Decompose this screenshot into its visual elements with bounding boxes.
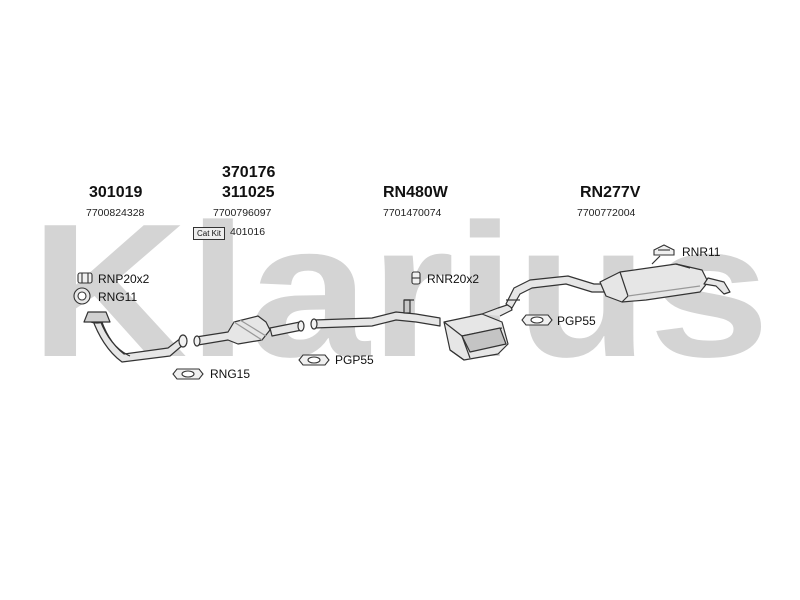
fitting-label-rnp20x2: RNP20x2 [98, 272, 150, 286]
part-number-catalyst-b: 311025 [222, 184, 275, 201]
middle-pipe [310, 299, 441, 330]
gasket-ring-icon [73, 287, 91, 305]
rubber-mount-icon [411, 271, 421, 285]
catalytic-converter [193, 315, 305, 347]
middle-silencer [443, 303, 513, 361]
fitting-label-pgp55-front: PGP55 [335, 353, 374, 367]
gasket-ring-icon [172, 368, 204, 380]
fitting-label-rng15: RNG15 [210, 367, 251, 381]
rubber-mount-icon [653, 244, 675, 256]
rear-silencer [599, 255, 731, 303]
part-number-middle-silencer: RN480W [383, 184, 448, 201]
pipe-clamp-icon [77, 272, 93, 284]
fitting-label-rnr11: RNR11 [682, 245, 721, 259]
part-number-front-pipe: 301019 [89, 184, 143, 201]
fitting-label-pgp55-rear: PGP55 [557, 314, 596, 328]
oem-number-front-pipe: 7700824328 [86, 207, 145, 219]
cat-kit-badge: Cat Kit [193, 227, 225, 240]
part-number-rear-silencer: RN277V [580, 184, 641, 201]
fitting-label-rng11: RNG11 [98, 290, 138, 304]
cat-kit-number: 401016 [230, 226, 266, 238]
oem-number-rear-silencer: 7700772004 [577, 207, 636, 219]
oem-number-middle-silencer: 7701470074 [383, 207, 442, 219]
oem-number-catalyst: 7700796097 [213, 207, 272, 219]
front-pipe [83, 311, 188, 363]
pipe-clamp-icon [298, 354, 330, 366]
rear-pipe [505, 275, 605, 309]
fitting-label-rnr20x2: RNR20x2 [427, 272, 480, 286]
part-number-catalyst-a: 370176 [222, 164, 276, 181]
pipe-clamp-icon [521, 314, 553, 326]
